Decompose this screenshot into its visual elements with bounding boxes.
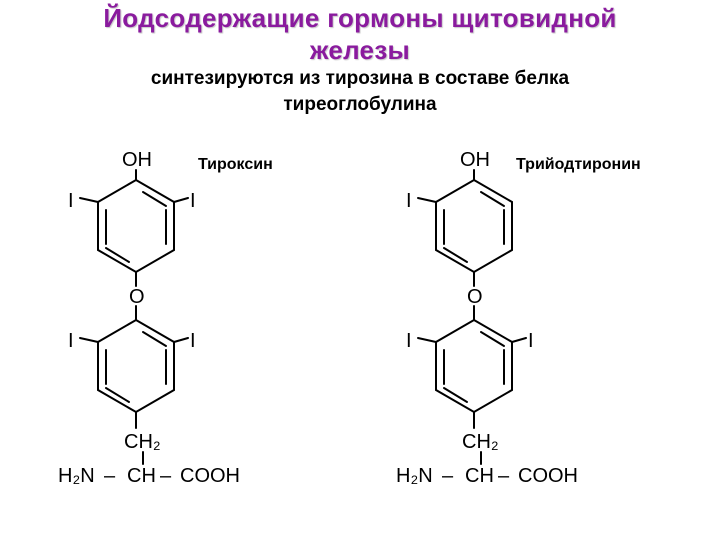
title-line-2: железы — [309, 35, 411, 65]
triiodothyronine-iodine-bottom-left: I — [406, 330, 412, 352]
triiodothyronine-dash-2: – — [498, 465, 510, 487]
page-subtitle: синтезируются из тирозина в составе белк… — [0, 66, 720, 118]
triiodothyronine-dash-1: – — [442, 465, 454, 487]
title-line-1: Йодсодержащие гормоны щитовидной — [103, 3, 617, 33]
thyroxine-iodine-top-left: I — [68, 190, 74, 212]
thyroxine-dash-2: – — [160, 465, 172, 487]
thyroxine-iodine-bottom-left: I — [68, 330, 74, 352]
triiodothyronine-top-ring — [435, 178, 513, 274]
triiodothyronine-carboxyl: COOH — [518, 465, 578, 487]
subtitle-line-1: синтезируются из тирозина в составе белк… — [150, 68, 570, 89]
thyroxine-iodine-top-right: I — [190, 190, 196, 212]
thyroxine-iodine-bottom-right: I — [190, 330, 196, 352]
triiodothyronine-alpha-ch: CH — [465, 465, 494, 487]
thyroxine-dash-1: – — [104, 465, 116, 487]
thyroxine-amine: H₂N — [58, 465, 95, 487]
thyroxine-top-ring — [97, 178, 175, 274]
triiodothyronine-ether-o: O — [467, 286, 483, 308]
thyroxine-carboxyl: COOH — [180, 465, 240, 487]
thyroxine-alpha-ch: CH — [127, 465, 156, 487]
triiodothyronine-structure — [417, 169, 527, 465]
triiodothyronine-oh-label: OH — [460, 149, 490, 171]
triiodothyronine-bottom-ring — [435, 318, 513, 414]
page-title: Йодсодержащие гормоны щитовидной железы — [0, 2, 720, 66]
thyroxine-ether-o: O — [129, 286, 145, 308]
triiodothyronine-ch2: CH₂ — [462, 431, 499, 453]
subtitle-line-2: тиреоглобулина — [283, 94, 437, 115]
thyroxine-bottom-ring — [97, 318, 175, 414]
thyroxine-structure — [79, 169, 189, 465]
triiodothyronine-name: Трийодтиронин — [516, 156, 641, 173]
triiodothyronine-iodine-bottom-right: I — [528, 330, 534, 352]
thyroxine-oh-label: OH — [122, 149, 152, 171]
triiodothyronine-iodine-top-left: I — [406, 190, 412, 212]
thyroxine-name: Тироксин — [198, 156, 273, 173]
thyroxine-ch2: CH₂ — [124, 431, 161, 453]
triiodothyronine-amine: H₂N — [396, 465, 433, 487]
